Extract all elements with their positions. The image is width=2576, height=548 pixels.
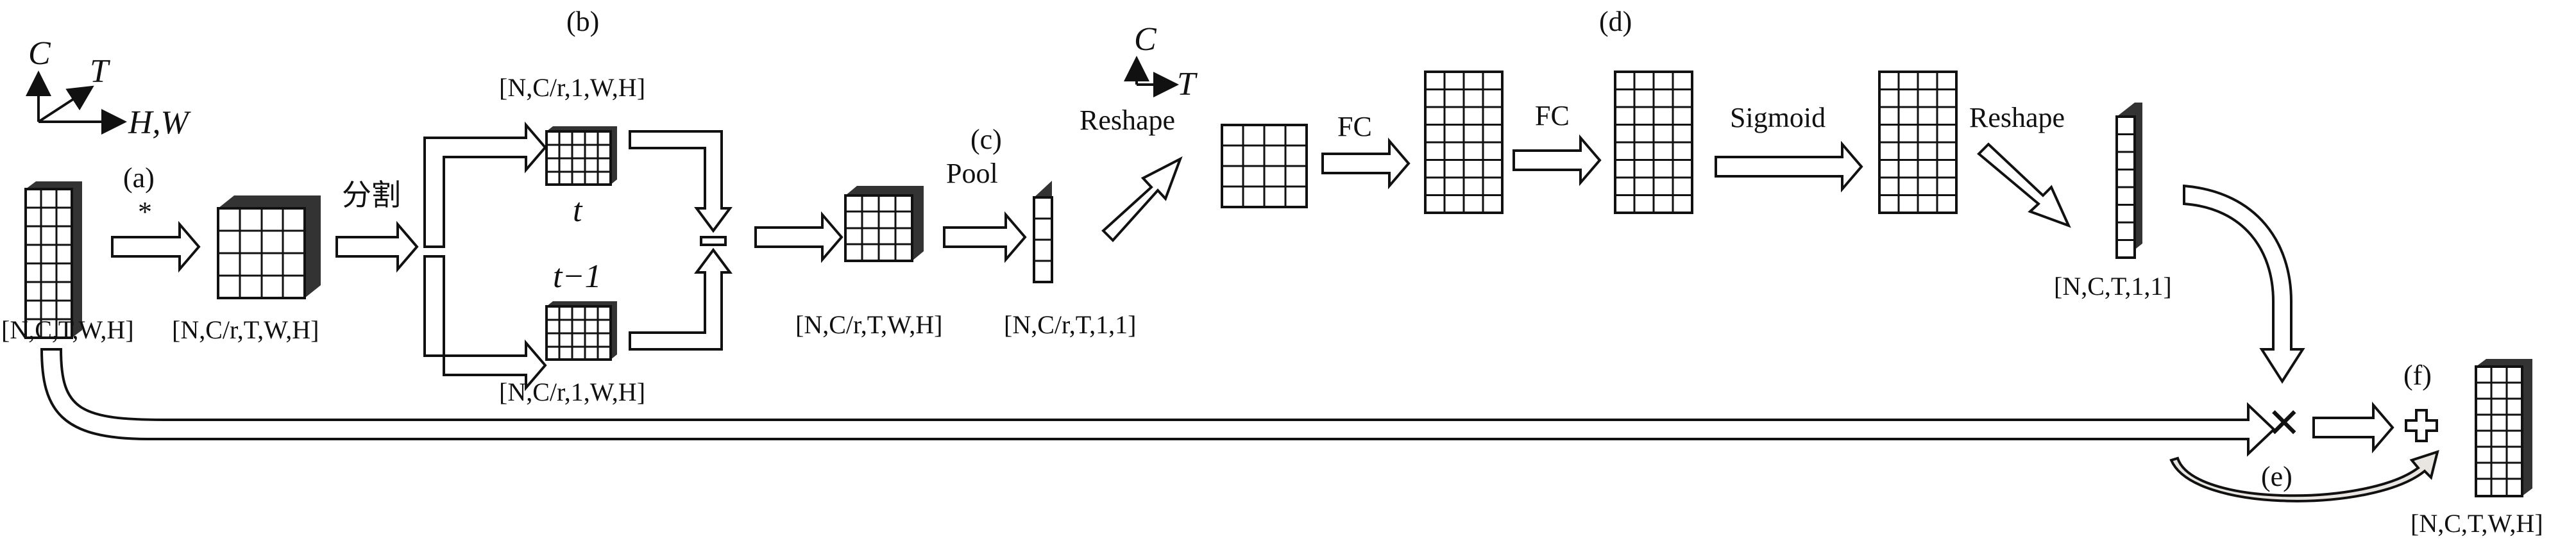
- label-pool: Pool: [946, 158, 998, 189]
- label-reshape-2: Reshape: [1969, 102, 2065, 133]
- dim-diff-output: [N,C/r,T,W,H]: [795, 310, 942, 339]
- label-b: (b): [566, 6, 599, 37]
- arrow-fc-1: [1321, 137, 1411, 190]
- add-icon: [2405, 409, 2438, 442]
- arrow-pool: [943, 211, 1027, 263]
- axis-reshape-t: T: [1177, 66, 1198, 103]
- attention-tensor: [2115, 103, 2142, 259]
- matrix-sigmoid: [1878, 71, 1958, 214]
- axes-reshape: [1124, 56, 1179, 97]
- diff-output-tensor: [844, 186, 924, 262]
- arrow-fc-2: [1513, 134, 1602, 187]
- pooled-tensor: [1033, 181, 1053, 283]
- label-a-op: *: [138, 196, 152, 228]
- arrow-to-add: [2312, 401, 2394, 454]
- label-sigmoid: Sigmoid: [1730, 102, 1826, 133]
- output-tensor: [2475, 359, 2532, 497]
- arrow-attention-to-multiply: [2183, 184, 2305, 384]
- label-fc-1: FC: [1337, 111, 1372, 142]
- arrow-to-diff: [754, 211, 843, 263]
- arrow-split: [335, 220, 419, 273]
- axes-top-left: [26, 71, 127, 135]
- branch-paths: [423, 121, 547, 392]
- label-t: t: [573, 192, 583, 229]
- axis-c-label: C: [28, 35, 51, 72]
- reduced-tensor: [217, 195, 321, 299]
- label-reshape-1: Reshape: [1080, 104, 1175, 136]
- dim-pooled: [N,C/r,T,1,1]: [1004, 310, 1137, 339]
- dim-attention: [N,C,T,1,1]: [2054, 272, 2172, 301]
- axis-hw-label: H,W: [128, 104, 192, 141]
- dim-output: [N,C,T,W,H]: [2411, 509, 2543, 538]
- arrow-residual: [2169, 449, 2439, 502]
- label-d: (d): [1599, 6, 1632, 37]
- label-split: 分割: [342, 178, 401, 212]
- arrow-reshape-2: [1977, 142, 2071, 228]
- branch-t1-tensor: [545, 301, 617, 361]
- label-e: (e): [2261, 461, 2292, 492]
- dim-input: [N,C,T,W,H]: [1, 315, 134, 344]
- arrow-a: [111, 220, 201, 273]
- input-tensor: [24, 181, 82, 339]
- axis-reshape-c: C: [1134, 21, 1157, 58]
- label-a: (a): [123, 162, 155, 194]
- matrix-2d: [1221, 124, 1308, 208]
- matrix-fc-2: [1614, 71, 1693, 214]
- skip-connection: [40, 348, 2276, 457]
- dim-branch-t: [N,C/r,1,W,H]: [499, 73, 645, 102]
- label-c: (c): [970, 124, 1002, 155]
- axis-t-label: T: [90, 53, 110, 90]
- branch-t-tensor: [545, 126, 617, 186]
- dim-reduced: [N,C/r,T,W,H]: [172, 315, 319, 344]
- dim-branch-t1: [N,C/r,1,W,H]: [499, 378, 645, 406]
- arrow-sigmoid: [1715, 140, 1863, 193]
- label-f: (f): [2403, 360, 2432, 391]
- subtract-paths: [629, 130, 733, 351]
- matrix-fc-1: [1424, 71, 1504, 214]
- label-t-minus-1: t−1: [553, 258, 602, 295]
- label-fc-2: FC: [1535, 100, 1570, 131]
- arrow-reshape-1: [1101, 156, 1183, 242]
- subtract-symbol: [700, 236, 727, 246]
- multiply-icon: ✕: [2267, 401, 2301, 446]
